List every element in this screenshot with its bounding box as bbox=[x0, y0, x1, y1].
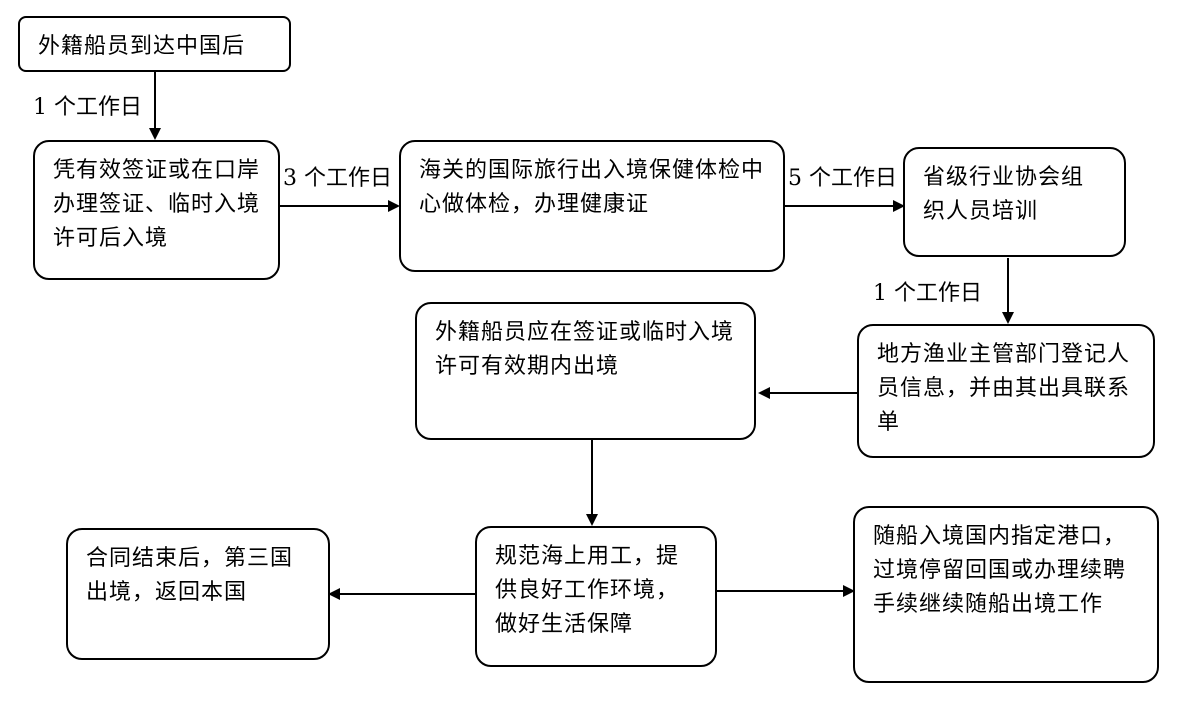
edge-label-health-to-training: 5 个工作日 bbox=[788, 166, 897, 191]
edge-label-arrive-to-visa: 1 个工作日 bbox=[33, 95, 142, 120]
node-exit-validity-text: 外籍船员应在签证或临时入境许可有效期内出境 bbox=[435, 320, 735, 379]
node-port-transit: 随船入境国内指定港口，过境停留回国或办理续聘手续继续随船出境工作 bbox=[853, 506, 1159, 683]
node-employment-standards: 规范海上用工，提供良好工作环境，做好生活保障 bbox=[475, 526, 717, 667]
edge-label-training-to-register: 1 个工作日 bbox=[873, 281, 982, 306]
node-return-home-text: 合同结束后，第三国出境，返回本国 bbox=[86, 546, 294, 605]
node-visa-entry-text: 凭有效签证或在口岸办理签证、临时入境许可后入境 bbox=[53, 158, 261, 251]
node-employment-standards-text: 规范海上用工，提供良好工作环境，做好生活保障 bbox=[495, 544, 680, 637]
node-training: 省级行业协会组织人员培训 bbox=[903, 147, 1126, 257]
node-register-text: 地方渔业主管部门登记人员信息，并由其出具联系单 bbox=[877, 342, 1131, 435]
node-port-transit-text: 随船入境国内指定港口，过境停留回国或办理续聘手续继续随船出境工作 bbox=[873, 524, 1127, 617]
node-exit-validity: 外籍船员应在签证或临时入境许可有效期内出境 bbox=[415, 302, 756, 440]
node-visa-entry: 凭有效签证或在口岸办理签证、临时入境许可后入境 bbox=[33, 140, 280, 280]
node-health-check: 海关的国际旅行出入境保健体检中心做体检，办理健康证 bbox=[399, 140, 785, 272]
edge-label-visa-to-health: 3 个工作日 bbox=[283, 166, 392, 191]
node-register: 地方渔业主管部门登记人员信息，并由其出具联系单 bbox=[857, 324, 1155, 458]
node-health-check-text: 海关的国际旅行出入境保健体检中心做体检，办理健康证 bbox=[419, 158, 765, 217]
node-training-text: 省级行业协会组织人员培训 bbox=[923, 165, 1085, 224]
node-arrive: 外籍船员到达中国后 bbox=[18, 16, 291, 72]
node-return-home: 合同结束后，第三国出境，返回本国 bbox=[66, 528, 330, 660]
node-arrive-text: 外籍船员到达中国后 bbox=[38, 34, 246, 59]
